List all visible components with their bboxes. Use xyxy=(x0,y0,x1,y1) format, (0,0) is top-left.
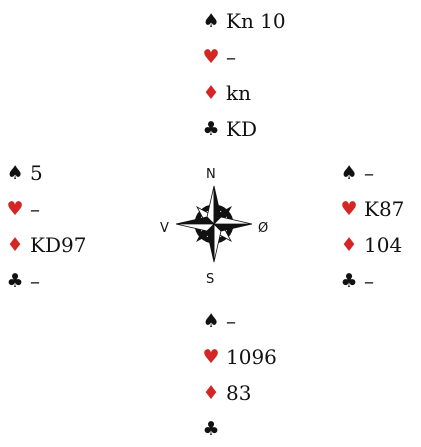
west-spades-cards: 5 xyxy=(30,161,43,185)
south-spades-row: ♠ – xyxy=(199,303,309,339)
east-diamonds-row: ♦ 104 xyxy=(337,227,421,263)
east-diamonds-cards: 104 xyxy=(364,233,403,257)
west-hand: ♠ 5 ♥ – ♦ KD97 ♣ – xyxy=(3,155,113,299)
spade-icon: ♠ xyxy=(202,10,220,32)
west-diamonds-row: ♦ KD97 xyxy=(3,227,113,263)
compass-west-label: V xyxy=(160,221,169,236)
north-diamonds-cards: kn xyxy=(226,81,251,105)
west-clubs-row: ♣ – xyxy=(3,263,113,299)
south-diamonds-cards: 83 xyxy=(226,381,252,405)
south-hearts-cards: 1096 xyxy=(226,345,277,369)
club-icon: ♣ xyxy=(340,270,358,292)
compass-east-label: Ø xyxy=(258,221,269,236)
heart-icon: ♥ xyxy=(202,346,220,368)
south-hand: ♠ – ♥ 1096 ♦ 83 ♣ xyxy=(199,303,309,447)
west-hearts-cards: – xyxy=(30,197,40,221)
east-spades-row: ♠ – xyxy=(337,155,421,191)
west-clubs-cards: – xyxy=(30,269,40,293)
south-hearts-row: ♥ 1096 xyxy=(199,339,309,375)
heart-icon: ♥ xyxy=(6,198,24,220)
east-clubs-row: ♣ – xyxy=(337,263,421,299)
east-hearts-row: ♥ K87 xyxy=(337,191,421,227)
north-hearts-row: ♥ – xyxy=(199,39,309,75)
north-hearts-cards: – xyxy=(226,45,236,69)
heart-icon: ♥ xyxy=(340,198,358,220)
spade-icon: ♠ xyxy=(6,162,24,184)
club-icon: ♣ xyxy=(6,270,24,292)
west-hearts-row: ♥ – xyxy=(3,191,113,227)
north-spades-row: ♠ Kn 10 xyxy=(199,3,309,39)
south-spades-cards: – xyxy=(226,309,236,333)
compass-rose-icon xyxy=(175,185,253,263)
south-diamonds-row: ♦ 83 xyxy=(199,375,309,411)
north-spades-cards: Kn 10 xyxy=(226,9,286,33)
compass-south-label: S xyxy=(206,272,215,287)
diamond-icon: ♦ xyxy=(202,82,220,104)
compass-north-label: N xyxy=(206,167,216,182)
east-clubs-cards: – xyxy=(364,269,374,293)
south-clubs-row: ♣ xyxy=(199,411,309,447)
north-diamonds-row: ♦ kn xyxy=(199,75,309,111)
club-icon: ♣ xyxy=(202,418,220,440)
spade-icon: ♠ xyxy=(202,310,220,332)
diamond-icon: ♦ xyxy=(340,234,358,256)
north-hand: ♠ Kn 10 ♥ – ♦ kn ♣ KD xyxy=(199,3,309,147)
north-clubs-row: ♣ KD xyxy=(199,111,309,147)
east-spades-cards: – xyxy=(364,161,374,185)
diamond-icon: ♦ xyxy=(202,382,220,404)
north-clubs-cards: KD xyxy=(226,117,257,141)
west-diamonds-cards: KD97 xyxy=(30,233,87,257)
west-spades-row: ♠ 5 xyxy=(3,155,113,191)
club-icon: ♣ xyxy=(202,118,220,140)
east-hand: ♠ – ♥ K87 ♦ 104 ♣ – xyxy=(337,155,421,299)
east-hearts-cards: K87 xyxy=(364,197,405,221)
spade-icon: ♠ xyxy=(340,162,358,184)
diamond-icon: ♦ xyxy=(6,234,24,256)
heart-icon: ♥ xyxy=(202,46,220,68)
